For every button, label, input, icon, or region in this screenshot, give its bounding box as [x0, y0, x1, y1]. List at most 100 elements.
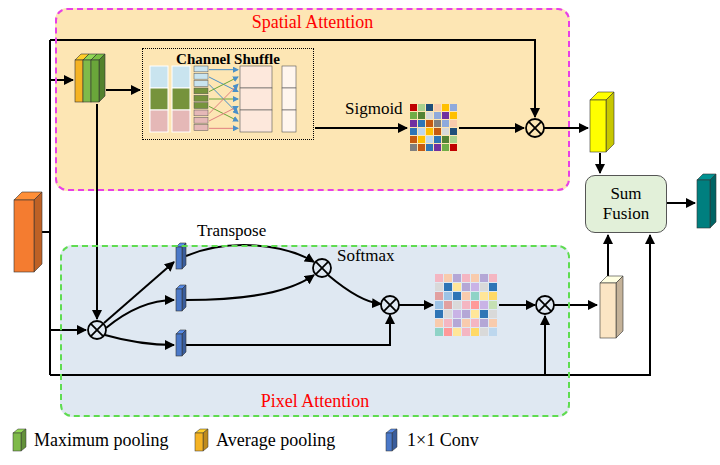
multiply-symbol	[529, 122, 542, 135]
attention-map	[480, 310, 488, 318]
channel-shuffle-figure	[194, 103, 208, 109]
multiply-symbol	[316, 262, 329, 275]
attention-map	[435, 274, 443, 282]
wires	[667, 202, 695, 204]
attention-map	[471, 274, 479, 282]
attention-map	[410, 144, 417, 151]
max-pooling-slab	[91, 60, 99, 102]
attention-map	[480, 292, 488, 300]
attention-map	[444, 310, 452, 318]
wires	[50, 235, 650, 375]
attention-map	[410, 120, 417, 127]
attention-map	[434, 136, 441, 143]
multiply-symbol	[381, 296, 399, 314]
multiply-symbol	[536, 296, 554, 314]
conv-icon	[392, 429, 397, 451]
multiply-symbol	[91, 324, 104, 337]
attention-map	[489, 319, 497, 327]
pixel-region-fill	[60, 245, 570, 417]
attention-map	[489, 301, 497, 309]
attention-map	[471, 310, 479, 318]
attention-map	[450, 144, 457, 151]
channel-shuffle-figure	[172, 66, 190, 88]
attention-map	[418, 144, 425, 151]
max-pooling-icon	[10, 428, 28, 452]
spatial-output	[590, 92, 614, 152]
attention-map	[426, 104, 433, 111]
pixel-output	[600, 276, 623, 338]
attention-map	[435, 328, 443, 336]
attention-map	[435, 310, 443, 318]
conv-icon	[386, 433, 392, 451]
attention-map	[435, 283, 443, 291]
channel-shuffle-figure	[150, 110, 168, 132]
attention-map	[434, 104, 441, 111]
attention-map	[462, 319, 470, 327]
attention-map	[453, 274, 461, 282]
operation-label: Sigmoid	[345, 100, 403, 119]
channel-shuffle-figure	[150, 66, 168, 88]
pixel-attention-region: Pixel Attention	[60, 245, 570, 417]
conv-1x1	[176, 289, 182, 311]
attention-map	[442, 112, 449, 119]
attention-map	[489, 310, 497, 318]
attention-map	[444, 301, 452, 309]
wires	[399, 304, 433, 306]
attention-map	[435, 319, 443, 327]
channel-shuffle-figure	[209, 77, 238, 92]
wires	[105, 335, 174, 345]
pixel-output	[600, 283, 616, 338]
wires	[106, 300, 174, 328]
node-title: Sum Fusion	[594, 184, 658, 223]
wires	[50, 40, 535, 117]
channel-shuffle-figure	[209, 84, 238, 113]
attention-map	[450, 104, 457, 111]
attention-map	[480, 328, 488, 336]
attention-map	[426, 128, 433, 135]
multiply-symbol	[526, 119, 544, 137]
wires	[106, 89, 140, 91]
attention-map	[453, 310, 461, 318]
multiply-symbol	[313, 259, 331, 277]
node-title: Pixel Attention	[261, 391, 370, 412]
multiply-symbol	[536, 296, 554, 314]
attention-map	[462, 274, 470, 282]
attention-map	[444, 283, 452, 291]
channel-shuffle-figure	[194, 81, 208, 87]
attention-map	[442, 136, 449, 143]
attention-map	[480, 274, 488, 282]
attention-map	[462, 283, 470, 291]
attention-map	[450, 136, 457, 143]
spatial-output	[590, 100, 606, 152]
attention-map	[480, 319, 488, 327]
attention-map	[442, 104, 449, 111]
average-pooling-icon	[195, 433, 203, 451]
attention-map	[434, 112, 441, 119]
attention-map	[462, 328, 470, 336]
attention-map	[453, 292, 461, 300]
attention-map	[426, 136, 433, 143]
wires	[554, 304, 597, 306]
attention-map	[471, 328, 479, 336]
input-feature	[34, 192, 42, 272]
attention-map	[444, 274, 452, 282]
operation-label: Softmax	[337, 247, 395, 266]
wires	[459, 127, 524, 129]
channel-shuffle-figure	[282, 66, 296, 88]
attention-map	[489, 328, 497, 336]
attention-map	[471, 319, 479, 327]
attention-map	[450, 112, 457, 119]
input-feature	[14, 192, 42, 272]
spatial-region-fill	[55, 8, 570, 191]
attention-map	[410, 128, 417, 135]
attention-map	[442, 128, 449, 135]
multiply-symbol	[313, 259, 331, 277]
attention-map	[418, 112, 425, 119]
conv-1x1	[182, 285, 186, 311]
wires	[544, 127, 588, 129]
spatial-output	[606, 92, 614, 152]
channel-shuffle-figure	[209, 106, 238, 121]
wires	[50, 79, 73, 81]
attention-map	[426, 112, 433, 119]
channel-shuffle-figure	[194, 95, 208, 101]
